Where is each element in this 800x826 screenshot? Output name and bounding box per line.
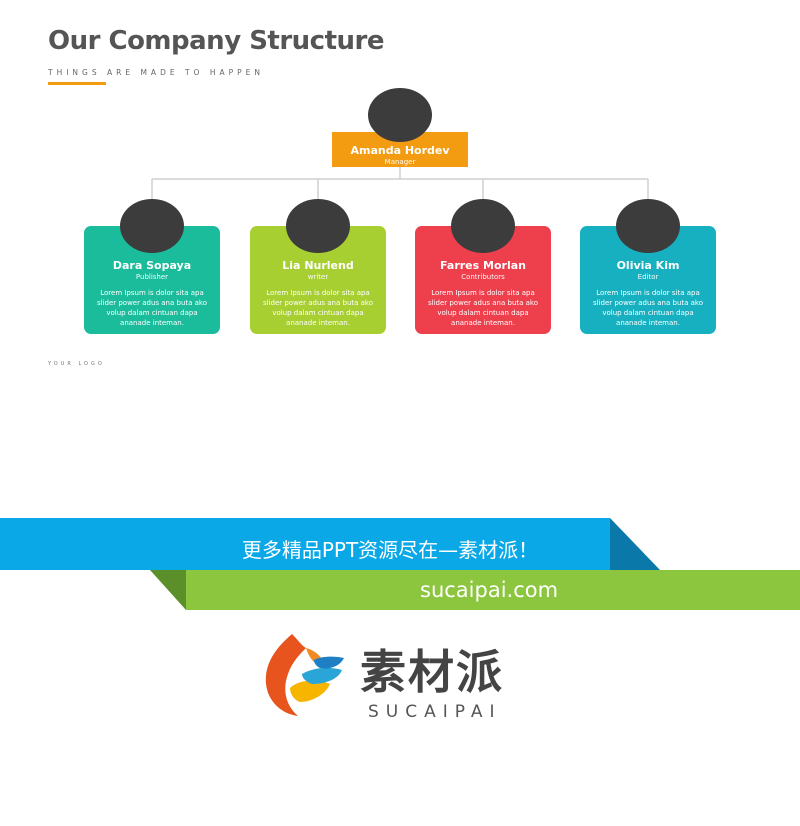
banner-green-bar [186,570,800,610]
manager-name: Amanda Hordev [350,144,450,157]
member-avatar-4 [616,199,680,253]
manager-avatar [368,88,432,142]
banner-green-fold [150,570,186,610]
member-role: Contributors [461,273,505,281]
member-description: Lorem Ipsum is dolor sita apa slider pow… [427,289,539,327]
member-role: Editor [637,273,659,281]
brand-name-en: SUCAIPAI [368,702,502,722]
member-avatar-2 [286,199,350,253]
member-role: Publisher [135,273,169,281]
brand-name-cn: 素材派 [360,645,504,699]
connector-lines [151,167,649,200]
page-title: Our Company Structure [48,26,384,56]
member-name: Lia Nurlend [282,259,354,272]
title-accent-bar [48,82,106,85]
page-subtitle: THINGS ARE MADE TO HAPPEN [48,68,264,77]
manager-box: Amanda Hordev Manager [332,132,468,167]
promo-banner [0,518,800,610]
member-description: Lorem Ipsum is dolor sita apa slider pow… [592,289,704,327]
member-name: Olivia Kim [616,259,680,272]
banner-promo-text: 更多精品PPT资源尽在—素材派！ [241,538,539,562]
banner-url-link[interactable]: sucaipai.com [420,578,559,602]
fox-logo-icon [265,634,344,716]
member-description: Lorem Ipsum is dolor sita apa slider pow… [262,289,374,327]
member-role: writer [307,273,329,281]
manager-role: Manager [384,158,416,166]
member-avatar-1 [120,199,184,253]
member-description: Lorem Ipsum is dolor sita apa slider pow… [96,289,208,327]
member-avatar-3 [451,199,515,253]
your-logo-text: YOUR LOGO [48,361,105,367]
member-card-2: Lia Nurlend writer Lorem Ipsum is dolor … [250,226,386,334]
banner-blue-fold [610,518,660,570]
banner-blue-bar [0,518,610,570]
member-name: Farres Morlan [440,259,526,272]
member-name: Dara Sopaya [112,259,192,272]
